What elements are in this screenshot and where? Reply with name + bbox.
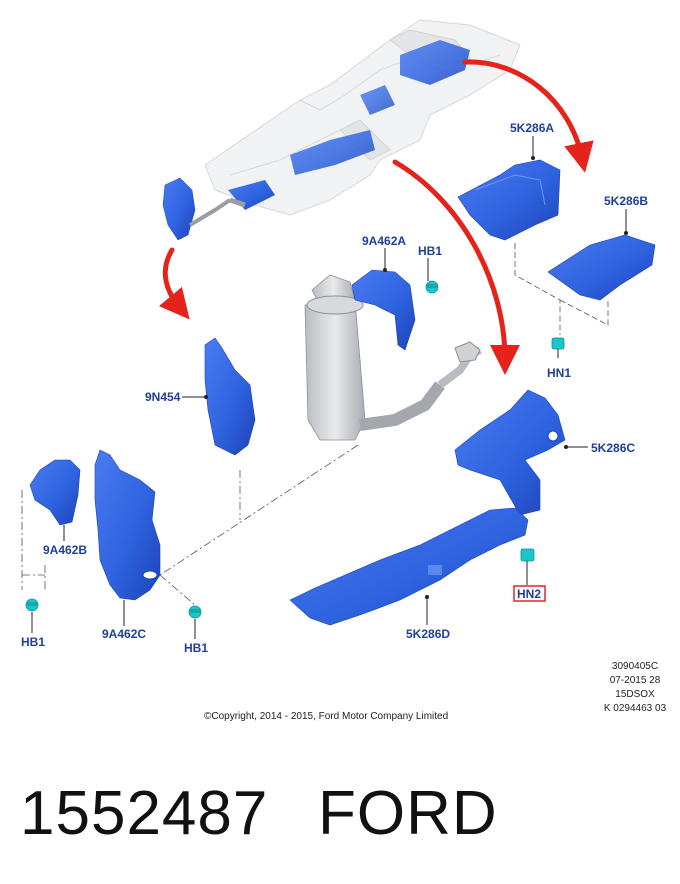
heat-shield-9a462c: [94, 449, 161, 626]
reference-code-block: 3090405C 07-2015 28 15DSOX K 0294463 03: [592, 660, 678, 716]
heat-shield-5k286b: [547, 209, 656, 301]
heat-shield-5k286d: [289, 507, 529, 626]
brand-name: FORD: [318, 779, 498, 848]
catalytic-converter: [304, 274, 482, 441]
callout-5k286c: 5K286C: [591, 441, 635, 455]
copyright-notice: ©Copyright, 2014 - 2015, Ford Motor Comp…: [204, 711, 449, 722]
heat-shield-5k286a: [457, 136, 561, 241]
heat-shield-5k286c: [454, 389, 588, 516]
callout-9n454: 9N454: [145, 390, 181, 404]
callout-9a462c: 9A462C: [102, 627, 146, 641]
fastener-hn2: [520, 548, 535, 585]
assembly-dash-lines-top-right: [514, 243, 609, 335]
callout-9a462b: 9A462B: [43, 543, 87, 557]
fastener-hb1-left: [25, 598, 39, 633]
reference-line-4: K 0294463 03: [603, 703, 667, 714]
callout-hb1-top: HB1: [418, 244, 442, 258]
reference-line-2: 07-2015 28: [609, 675, 661, 686]
fastener-hn1: [551, 337, 565, 358]
reference-line-1: 3090405C: [611, 661, 659, 672]
callout-hb1-bottom: HB1: [184, 641, 208, 655]
fastener-hb1-top: [425, 258, 439, 294]
heat-shield-9n454: [182, 337, 256, 456]
callout-hb1-left: HB1: [21, 635, 45, 649]
reference-line-3: 15DSOX: [615, 689, 655, 700]
red-direction-arrows: [158, 59, 594, 375]
fastener-hb1-bottom: [188, 605, 202, 639]
callout-9a462a: 9A462A: [362, 234, 406, 248]
hn2-highlight-box: [513, 585, 546, 602]
part-number: 1552487: [20, 779, 269, 848]
assembly-dash-lines-left: [21, 444, 359, 606]
heat-shield-9a462a: [351, 248, 416, 351]
callout-5k286a: 5K286A: [510, 121, 554, 135]
callout-hn1: HN1: [547, 366, 571, 380]
exhaust-manifold-assembly-small: [162, 177, 246, 241]
callout-5k286d: 5K286D: [406, 627, 450, 641]
heat-shield-9a462b: [29, 459, 81, 541]
callout-hn2: HN2: [517, 587, 541, 601]
callout-5k286b: 5K286B: [604, 194, 648, 208]
